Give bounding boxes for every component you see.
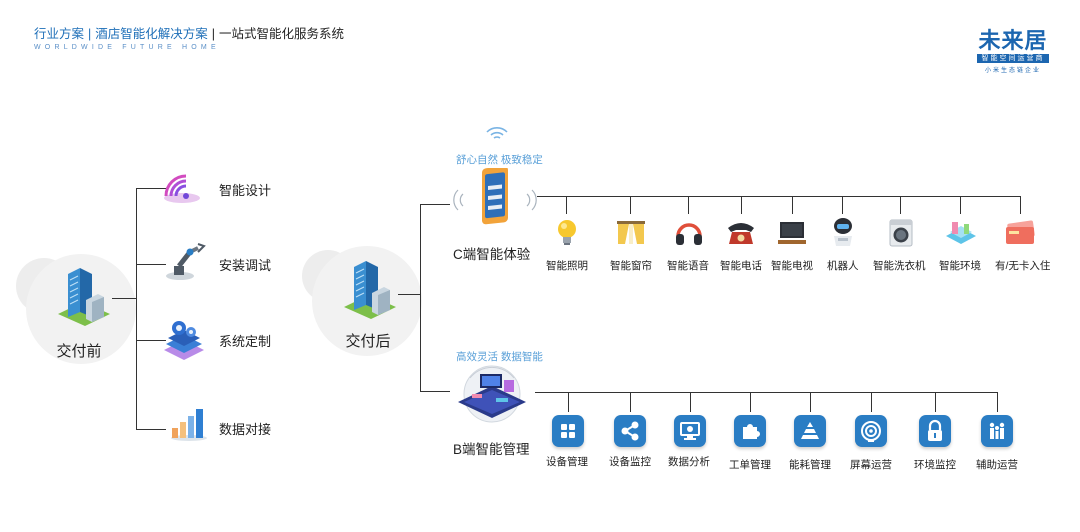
connector-line <box>398 294 420 295</box>
connector-line <box>420 391 450 392</box>
b-end-item-label: 能耗管理 <box>789 459 831 471</box>
b-end-item-label: 辅助运营 <box>976 459 1018 471</box>
c-end-item-label: 智能窗帘 <box>610 260 652 272</box>
connector-line <box>690 392 691 412</box>
b-end-item-label: 数据分析 <box>668 456 710 468</box>
monitor-icon <box>674 415 706 447</box>
bar-chart-icon <box>171 409 207 441</box>
connector-line <box>136 340 166 341</box>
robot-arm-icon <box>166 243 206 280</box>
washing-machine-icon <box>889 219 913 247</box>
connector-line <box>741 196 742 214</box>
building-icon <box>344 261 396 319</box>
breadcrumb-item-industry[interactable]: 行业方案 <box>34 27 85 41</box>
c-end-item-label: 智能语音 <box>667 260 709 272</box>
connector-line <box>136 188 137 430</box>
connector-line <box>136 429 166 430</box>
connector-line <box>566 196 567 214</box>
telephone-icon <box>728 223 754 244</box>
logo-name: 未来居 <box>978 28 1048 53</box>
connector-line <box>900 196 901 214</box>
tv-icon <box>778 222 806 244</box>
c-end-label: C端智能体验 <box>453 247 531 262</box>
b-end-item-label: 工单管理 <box>729 459 771 471</box>
brand-logo[interactable]: 未来居 智能空间运营商 小米生态链企业 <box>975 29 1051 74</box>
c-end-item-label: 机器人 <box>827 260 859 272</box>
connector-line <box>842 196 843 214</box>
light-bulb-icon <box>558 220 576 245</box>
connector-line <box>420 204 421 392</box>
c-end-item-label: 智能环境 <box>939 260 981 272</box>
c-end-item-label: 智能电视 <box>771 260 813 272</box>
connector-line <box>535 392 997 393</box>
connector-line <box>810 392 811 412</box>
target-icon <box>855 415 887 447</box>
breadcrumb-separator: | <box>88 27 92 41</box>
connector-line <box>688 196 689 214</box>
connector-line <box>792 196 793 214</box>
building-icon <box>58 268 110 326</box>
robot-icon <box>834 218 852 246</box>
logo-band: 智能空间运营商 <box>977 54 1049 63</box>
connector-line <box>997 392 998 412</box>
b-end-label: B端智能管理 <box>453 442 530 457</box>
headphones-icon <box>676 223 702 245</box>
connector-line <box>112 298 136 299</box>
breadcrumb-separator: | <box>211 27 216 41</box>
b-end-item-label: 设备监控 <box>609 456 651 468</box>
breadcrumb-item-current: 一站式智能化服务系统 <box>219 27 345 41</box>
connector-line <box>935 392 936 412</box>
b-end-item-label: 设备管理 <box>546 456 588 468</box>
puzzle-icon <box>734 415 766 447</box>
connector-line <box>750 392 751 412</box>
lock-icon <box>919 415 951 447</box>
c-end-item-label: 智能照明 <box>546 260 588 272</box>
room-card-icon <box>1006 220 1035 244</box>
gear-stack-icon <box>164 321 204 360</box>
dashboard-scene-icon <box>458 365 526 423</box>
breadcrumb-item-hotel[interactable]: 酒店智能化解决方案 <box>95 27 208 41</box>
before-item-label: 安装调试 <box>219 258 272 273</box>
wifi-icon <box>486 127 508 139</box>
header-subtitle: WORLDWIDE FUTURE HOME <box>34 44 220 51</box>
connector-line <box>630 392 631 412</box>
c-end-item-label: 智能洗衣机 <box>873 260 926 272</box>
before-label: 交付前 <box>56 343 102 360</box>
connector-line <box>630 196 631 214</box>
c-end-item-label: 有/无卡入住 <box>995 260 1051 272</box>
breadcrumb: 行业方案|酒店智能化解决方案|一站式智能化服务系统 <box>34 23 344 42</box>
c-end-tagline: 舒心自然 极致稳定 <box>456 154 543 166</box>
before-item-label: 智能设计 <box>219 183 272 198</box>
before-item-label: 数据对接 <box>219 422 272 437</box>
share-icon <box>614 415 646 447</box>
wifi-signal-icon <box>164 174 200 203</box>
connector-line <box>136 188 166 189</box>
environment-icon <box>946 222 976 244</box>
pyramid-icon <box>794 415 826 447</box>
connector-line <box>136 264 166 265</box>
grid-icon <box>552 415 584 447</box>
b-end-tagline: 高效灵活 数据智能 <box>456 351 543 363</box>
after-label: 交付后 <box>345 333 391 350</box>
b-end-item-label: 屏幕运营 <box>850 459 892 471</box>
connector-line <box>537 196 1021 197</box>
before-item-label: 系统定制 <box>219 334 272 349</box>
curtain-icon <box>617 221 645 244</box>
connector-line <box>1020 196 1021 214</box>
connector-line <box>871 392 872 412</box>
logo-slogan: 小米生态链企业 <box>984 68 1041 74</box>
connector-line <box>960 196 961 214</box>
b-end-item-label: 环境监控 <box>914 459 956 471</box>
c-end-item-label: 智能电话 <box>720 260 762 272</box>
connector-line <box>568 392 569 412</box>
smartphone-icon <box>453 168 537 225</box>
people-icon <box>981 415 1013 447</box>
connector-line <box>420 204 450 205</box>
